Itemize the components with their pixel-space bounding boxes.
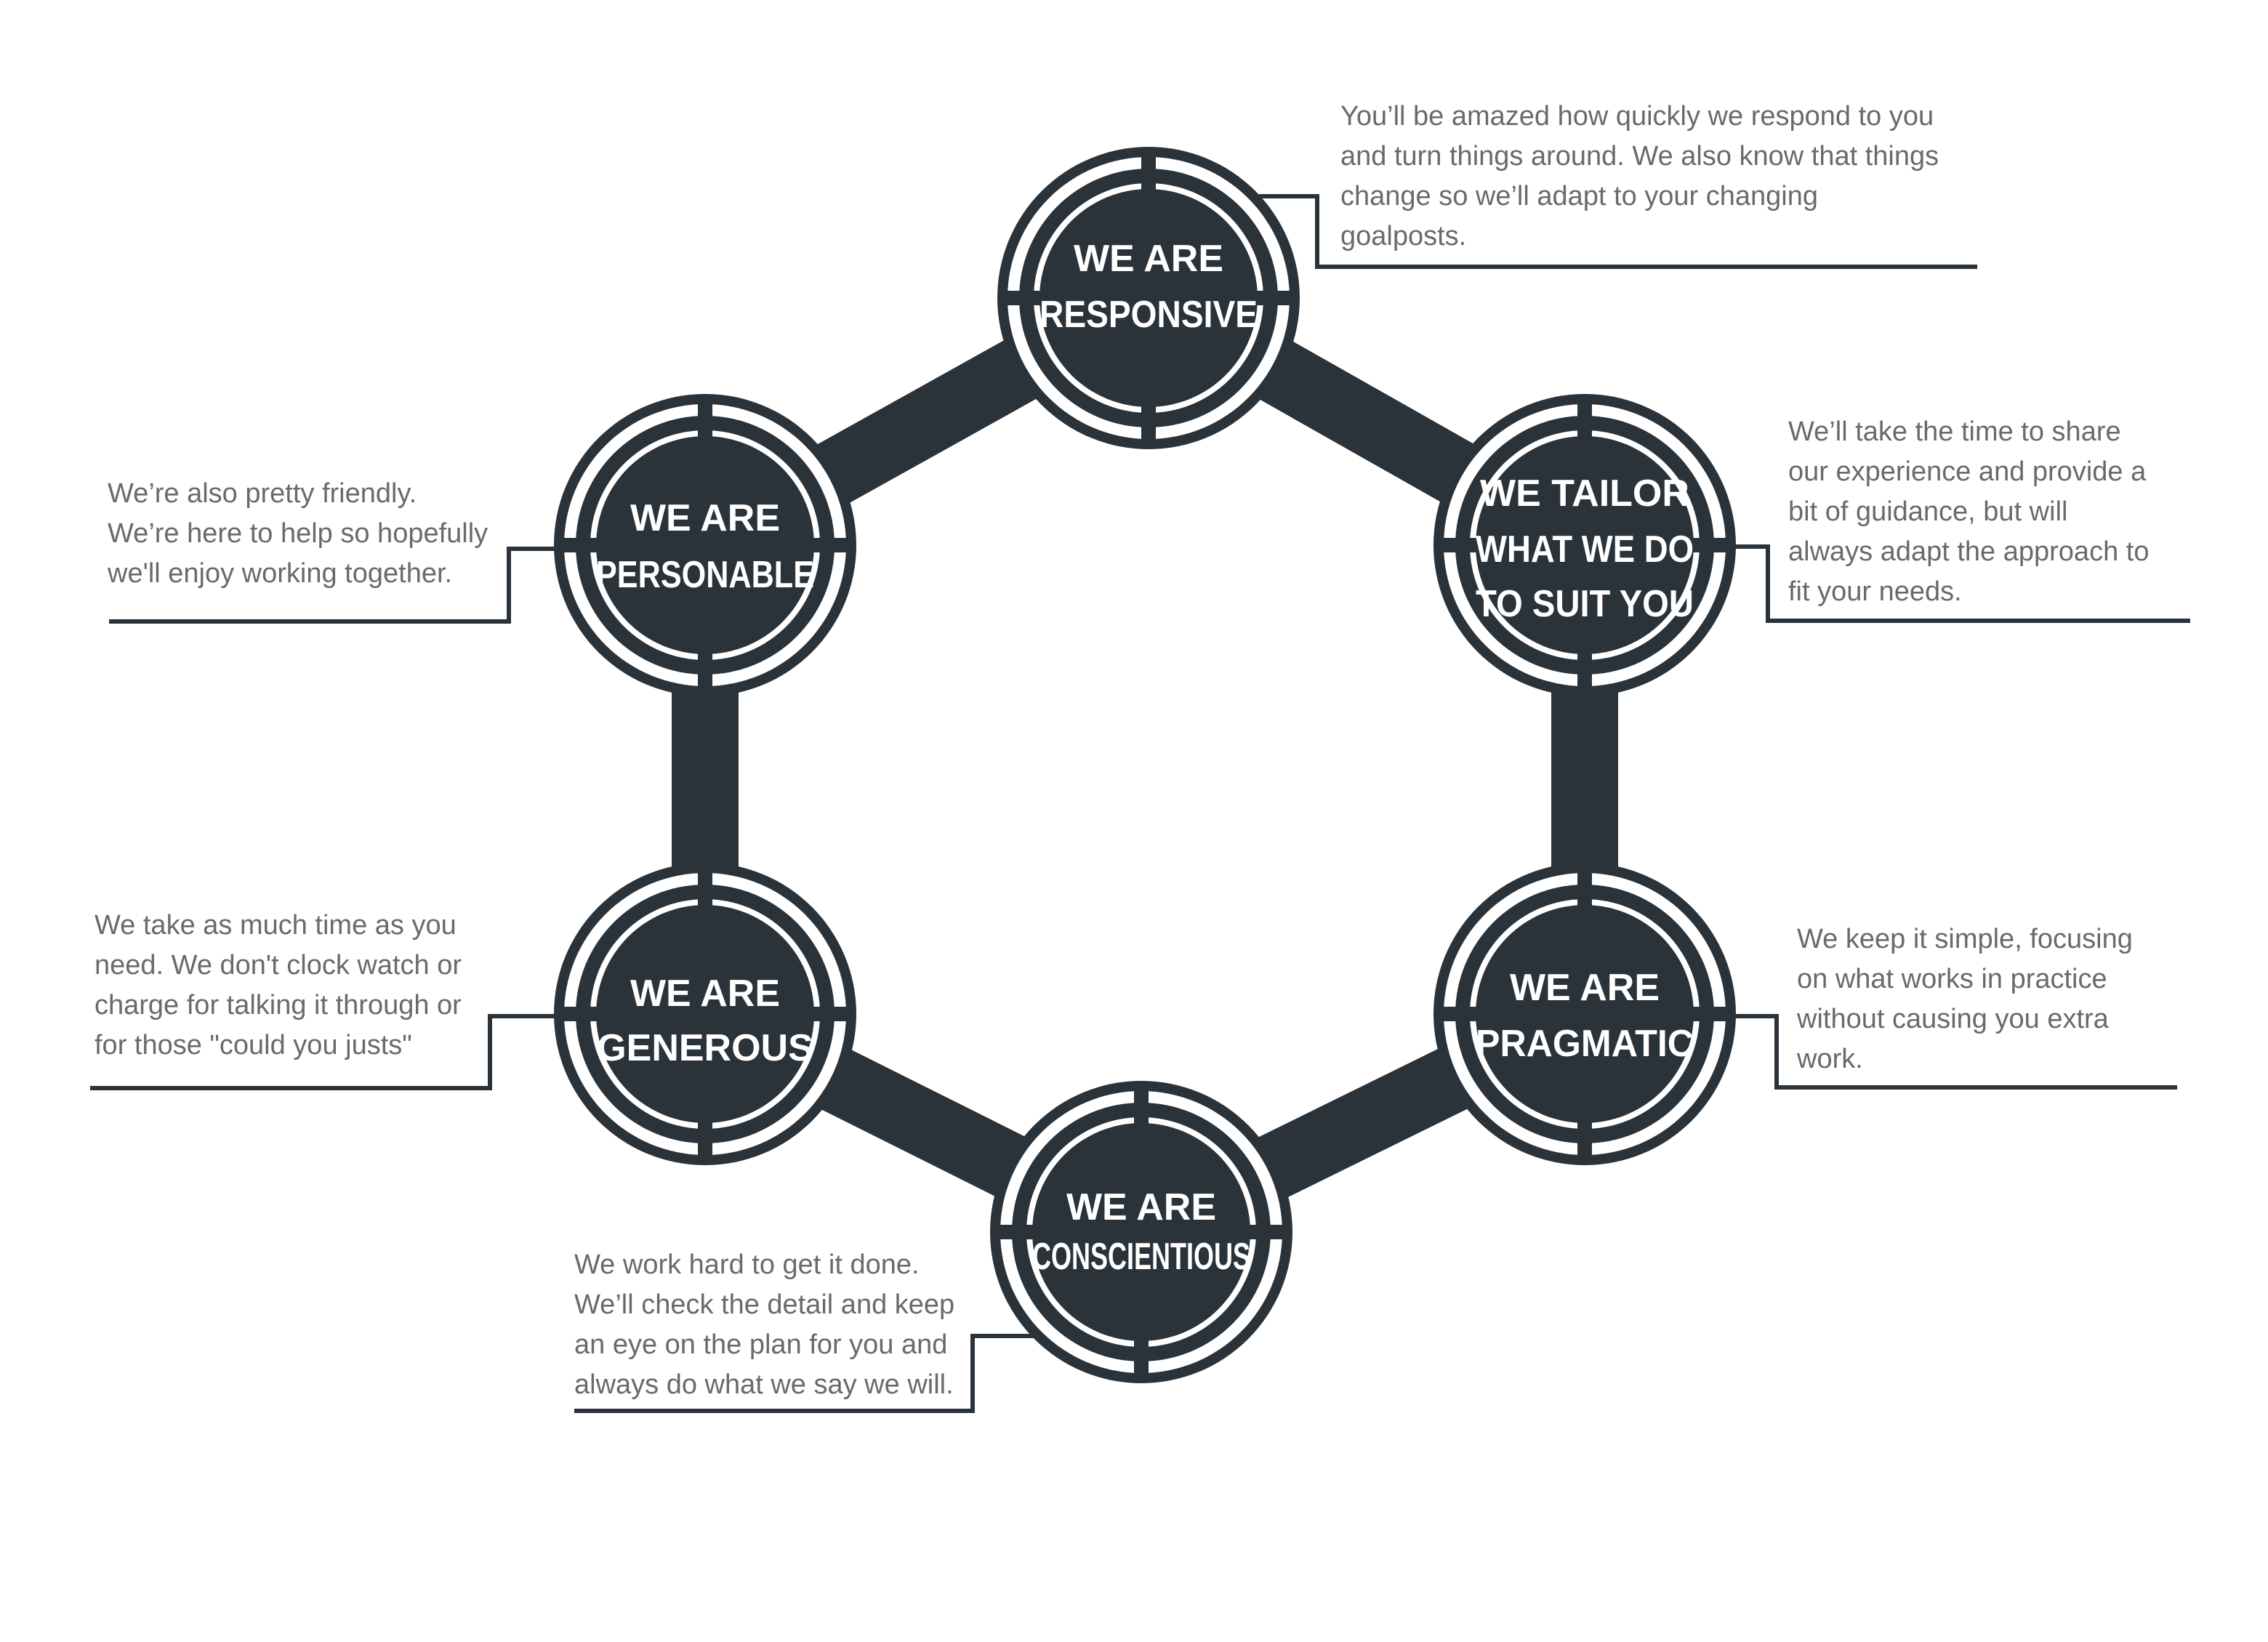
node-notch <box>806 538 848 552</box>
leader-line-tailor <box>1732 544 2190 623</box>
description-conscientious: We work hard to get it done.We’ll check … <box>574 1249 955 1400</box>
node-responsive: WE ARE RESPONSIVE <box>997 147 1300 449</box>
node-label-line: WE ARE <box>1066 1186 1216 1228</box>
node-label-line: WE TAILOR <box>1480 472 1689 515</box>
node-label-line: GENEROUS <box>597 1027 813 1069</box>
description-responsive: You’ll be amazed how quickly we respond … <box>1340 101 1939 251</box>
callout-leader-lines <box>90 194 2190 1413</box>
node-notch <box>1441 538 1484 552</box>
node-notch <box>1577 402 1592 444</box>
node-notch <box>698 646 712 688</box>
node-core <box>1040 189 1258 407</box>
leader-line-generous <box>90 1014 560 1090</box>
node-label-line: WE ARE <box>1074 238 1223 280</box>
node-notch <box>562 538 604 552</box>
node-label-line: WE ARE <box>1510 967 1660 1009</box>
node-label-line: WE ARE <box>630 973 780 1015</box>
leader-line-conscientious <box>574 1334 1038 1413</box>
node-core <box>1476 905 1694 1123</box>
node-notch <box>698 402 712 444</box>
node-notch <box>1686 1007 1728 1021</box>
node-conscientious: WE ARE CONSCIENTIOUS <box>990 1081 1292 1383</box>
node-core <box>596 905 814 1123</box>
node-notch <box>1686 538 1728 552</box>
node-notch <box>806 1007 848 1021</box>
node-notch <box>1441 1007 1484 1021</box>
node-pragmatic: WE ARE PRAGMATIC <box>1433 863 1736 1165</box>
node-notch <box>1577 1115 1592 1157</box>
node-notch <box>1134 1089 1149 1131</box>
node-notch <box>1577 646 1592 688</box>
node-label-line: PERSONABLE <box>596 554 814 596</box>
diagram-nodes: WE ARE RESPONSIVE WE TAILOR WHAT WE DO TO SU… <box>554 147 1736 1383</box>
node-label-line: TO SUIT YOU <box>1476 583 1694 625</box>
node-notch <box>1005 291 1047 305</box>
node-notch <box>1141 399 1156 441</box>
node-core <box>1476 436 1694 654</box>
node-notch <box>998 1225 1040 1239</box>
node-notch <box>1577 871 1592 913</box>
node-label-line: CONSCIENTIOUS <box>1032 1236 1250 1278</box>
node-core <box>596 436 814 654</box>
node-notch <box>1141 155 1156 197</box>
node-notch <box>1250 291 1292 305</box>
leader-line-responsive <box>1259 194 1977 269</box>
node-notch <box>698 871 712 913</box>
node-label-line: WE ARE <box>630 497 780 539</box>
node-label-line: PRAGMATIC <box>1476 1023 1694 1065</box>
node-label-line: WHAT WE DO <box>1476 528 1694 571</box>
node-label-line: RESPONSIVE <box>1040 294 1258 336</box>
node-generous: WE ARE GENEROUS <box>554 863 856 1165</box>
leader-line-pragmatic <box>1732 1014 2177 1090</box>
node-notch <box>562 1007 604 1021</box>
node-notch <box>1134 1333 1149 1375</box>
description-personable: We’re also pretty friendly.We’re here to… <box>108 478 488 589</box>
leader-line-personable <box>109 547 560 624</box>
node-notch <box>698 1115 712 1157</box>
node-notch <box>1242 1225 1284 1239</box>
node-tailor: WE TAILOR WHAT WE DO TO SUIT YOU <box>1433 394 1736 696</box>
node-core <box>1032 1123 1250 1341</box>
node-personable: WE ARE PERSONABLE <box>554 394 856 696</box>
